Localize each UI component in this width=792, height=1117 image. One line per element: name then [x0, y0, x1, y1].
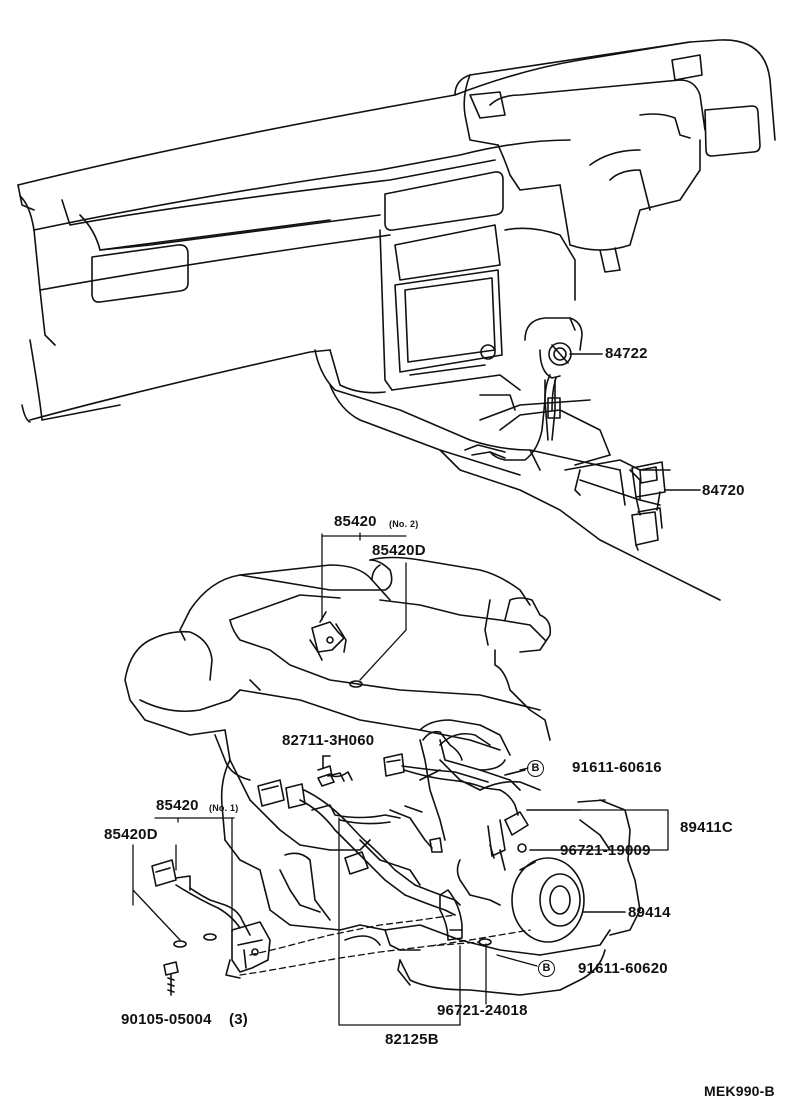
crank-sensor-89411c: [383, 753, 591, 859]
marker-b-60620: B: [538, 960, 555, 977]
label-96721-24018: 96721-24018: [437, 1002, 528, 1019]
label-96721-19009: 96721-19009: [560, 842, 651, 859]
label-82711-3h060: 82711-3H060: [282, 732, 375, 749]
label-85420-no1-sub: (No. 1): [209, 803, 239, 813]
console-switch-parts: [489, 342, 701, 551]
bracket-82711: [317, 755, 353, 781]
label-89411c: 89411C: [680, 819, 733, 836]
sensor-85420-no1: [151, 859, 271, 996]
label-91611-60616: 91611-60616: [572, 759, 662, 776]
engine-outline: [124, 556, 641, 996]
leader-lines: [132, 532, 669, 1026]
diagram-code: MEK990-B: [704, 1083, 775, 1099]
label-84722: 84722: [605, 345, 648, 362]
sensor-85420-no2: [309, 611, 363, 688]
label-82125b: 82125B: [385, 1031, 439, 1048]
label-91611-60620: 91611-60620: [578, 960, 668, 977]
label-85420-no2-sub: (No. 2): [389, 519, 419, 529]
label-90105-05004: 90105-05004: [121, 1011, 212, 1028]
pulley-89414: [511, 857, 626, 943]
label-85420-no1: 85420: [156, 797, 199, 814]
label-85420d-top: 85420D: [372, 542, 426, 559]
label-84720: 84720: [702, 482, 745, 499]
label-89414: 89414: [628, 904, 671, 921]
dashboard-outline: [17, 39, 776, 601]
label-90105-qty: (3): [229, 1011, 248, 1028]
harness-82125b: [257, 772, 463, 941]
marker-b-60616: B: [527, 760, 544, 777]
label-85420d-left: 85420D: [104, 826, 158, 843]
label-85420-no2: 85420: [334, 513, 377, 530]
